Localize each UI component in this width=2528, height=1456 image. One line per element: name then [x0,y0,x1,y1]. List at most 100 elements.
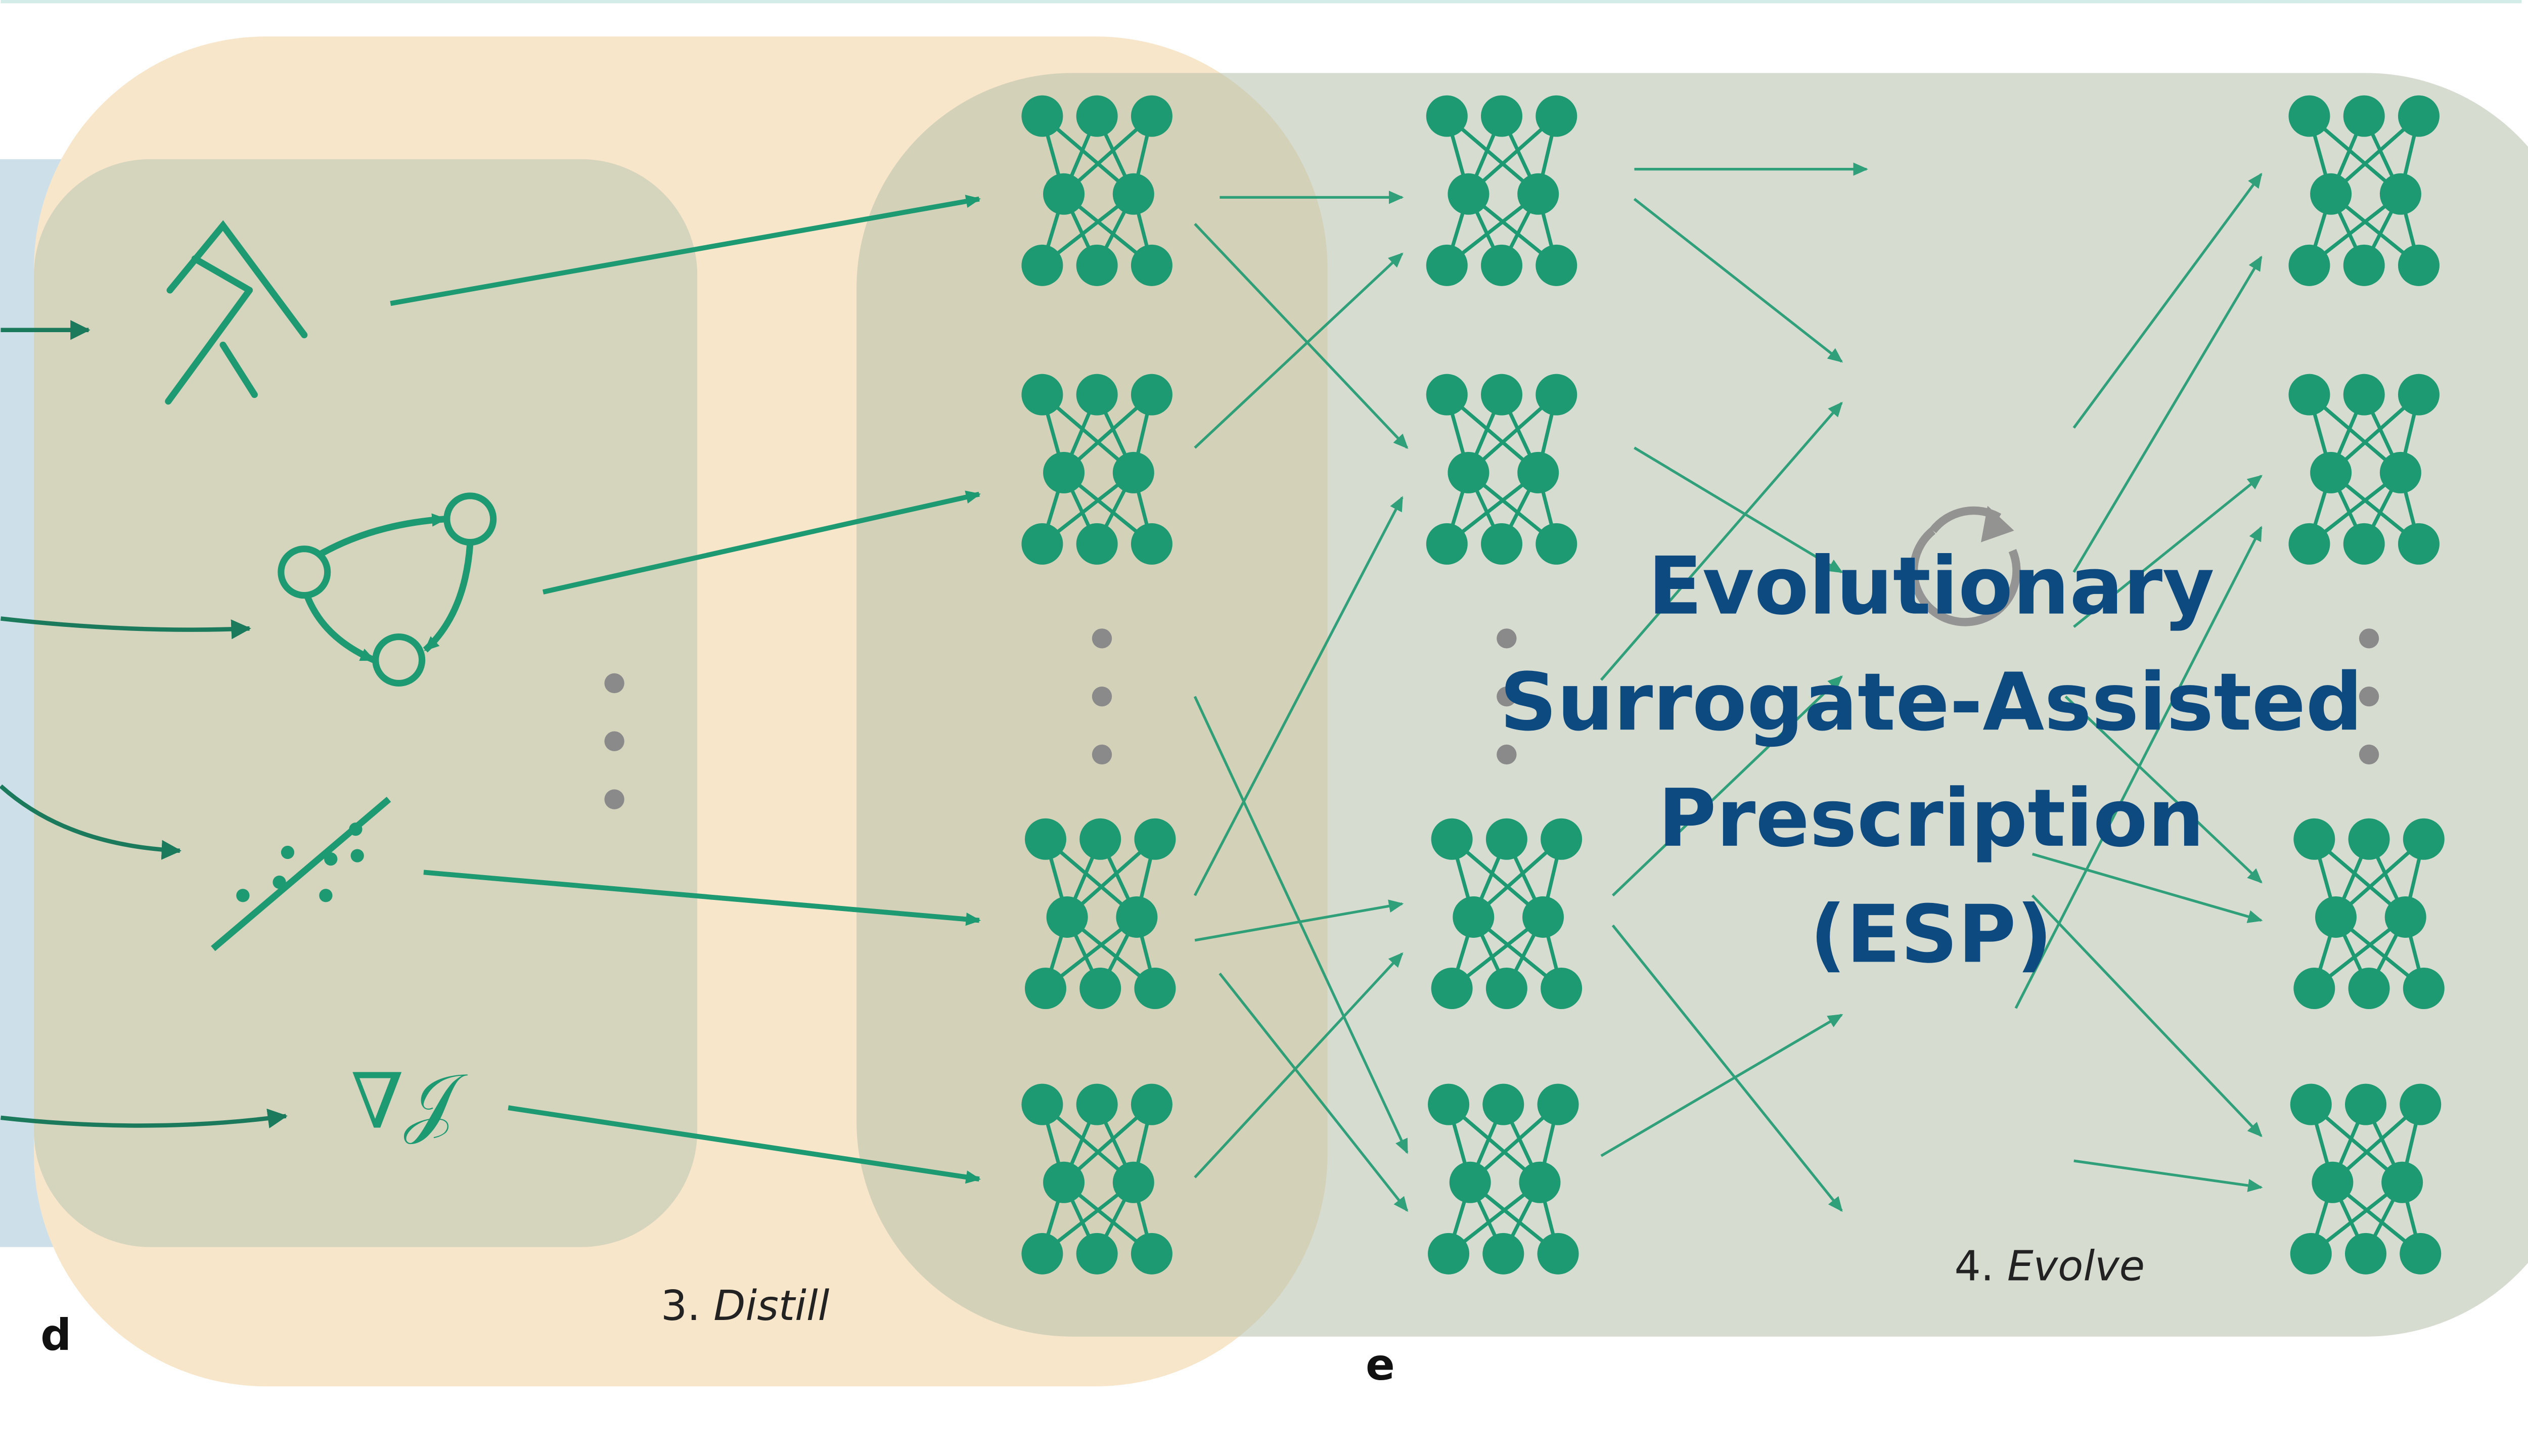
state-graph-icon [278,492,497,687]
network-node [1112,1161,1154,1203]
network-node [1116,896,1158,938]
neural-network-icon [1428,1083,1579,1275]
network-node [1131,244,1172,286]
network-node [1482,1233,1524,1275]
models-region [34,159,698,1247]
incoming-arrows [0,320,288,1128]
network-node [2310,451,2352,493]
network-node [2403,967,2445,1009]
network-node [1426,95,1468,137]
network-node [1481,374,1523,416]
network-node [1021,523,1063,565]
network-node [1537,1083,1579,1125]
network-node [2348,818,2390,860]
network-node [1131,523,1172,565]
network-node [1431,967,1473,1009]
network-node [1482,1083,1524,1125]
network-node [1131,374,1172,416]
network-node [1112,451,1154,493]
neural-network-icon [1021,95,1172,286]
neural-network-icon [1024,818,1176,1009]
network-node [1541,818,1583,860]
neural-network-icon [2293,818,2445,1009]
network-node [2403,818,2445,860]
cycle-arrow-icon [1909,506,2021,626]
network-node [1541,967,1583,1009]
network-node [1024,967,1066,1009]
decision-tree-icon [165,220,308,405]
network-node [2343,244,2385,286]
network-node [2290,1083,2332,1125]
network-node [1485,967,1527,1009]
network-node [1076,523,1118,565]
network-node [1131,1233,1172,1275]
network-node [2379,451,2421,493]
network-node [2398,95,2440,137]
gradient-objective-icon: ∇𝒥 [351,1057,468,1146]
neural-network-icon [1426,374,1577,565]
network-node [1426,244,1468,286]
network-node [2293,967,2335,1009]
network-node [1043,451,1085,493]
network-node [2398,523,2440,565]
network-node [1448,173,1489,215]
ellipsis-dots-models [604,673,624,809]
step4-label: 4. Evolve [1955,1242,2145,1290]
esp-title-line4: (ESP) [1810,889,2052,981]
network-node [1426,374,1468,416]
network-node [1481,523,1523,565]
network-node [2379,173,2421,215]
network-node [1079,967,1121,1009]
network-node [1131,1083,1172,1125]
network-node [1024,818,1066,860]
network-node [1079,818,1121,860]
network-node [2344,1233,2386,1275]
neural-networks [1021,95,2445,1275]
network-node [2288,374,2330,416]
network-node [1453,896,1495,938]
network-node [1134,967,1176,1009]
network-node [2398,244,2440,286]
neural-network-icon [2288,95,2440,286]
step3-label: 3. Distill [661,1282,830,1330]
regression-icon [211,797,391,951]
network-node [2398,374,2440,416]
neural-network-icon [2288,374,2440,565]
network-node [1076,244,1118,286]
network-node [1046,896,1088,938]
network-node [1021,1083,1063,1125]
network-node [1537,1233,1579,1275]
network-node [1428,1233,1470,1275]
network-node [2312,1161,2354,1203]
evolve-region [856,73,2528,1337]
network-node [2344,1083,2386,1125]
neural-network-icon [1426,95,1577,286]
network-node [1536,244,1577,286]
network-node [1536,523,1577,565]
network-node [2400,1083,2442,1125]
network-node [1485,818,1527,860]
network-node [1021,374,1063,416]
network-node [2343,523,2385,565]
esp-title: Evolutionary Surrogate-Assisted Prescrip… [1500,540,2363,981]
neural-network-icon [1431,818,1583,1009]
network-node [2348,967,2390,1009]
distill-arrows [390,195,981,1184]
network-node [2315,896,2357,938]
network-node [2293,818,2335,860]
network-node [2343,374,2385,416]
network-node [1449,1161,1491,1203]
network-node [2310,173,2352,215]
panel-label-d: d [40,1310,71,1360]
network-node [1043,173,1085,215]
network-node [2288,244,2330,286]
network-node [2343,95,2385,137]
network-node [1536,374,1577,416]
esp-title-line2: Surrogate-Assisted [1500,656,2363,749]
network-node [1112,173,1154,215]
network-node [2400,1233,2442,1275]
network-node [1536,95,1577,137]
network-node [1522,896,1564,938]
network-node [1481,95,1523,137]
